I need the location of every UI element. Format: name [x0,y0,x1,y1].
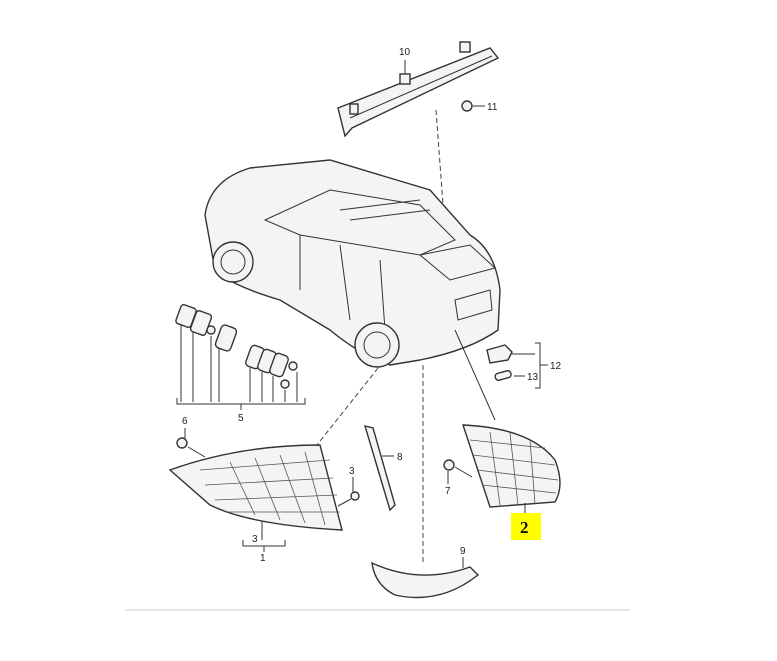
callout-1: 1 [260,553,266,564]
callout-13: 13 [527,372,539,383]
license-lamp [486,342,548,389]
third-brake-light [337,41,500,138]
right-taillight [462,424,561,515]
callout-9: 9 [460,546,466,557]
callout-7: 7 [445,486,451,497]
callout-3-lower: 3 [252,534,258,545]
reflector [371,557,480,599]
gasket-set [175,304,306,410]
callout-12: 12 [550,361,562,372]
trim-strip [363,425,396,512]
callout-5: 5 [238,413,244,424]
left-taillight [168,428,343,552]
callout-11: 11 [487,102,498,113]
screw-11 [461,100,485,112]
callout-3-upper: 3 [349,466,355,477]
callout-6: 6 [182,416,188,427]
callout-2: 2 [520,518,529,537]
screw-3 [337,477,360,507]
callout-2-highlight [511,513,541,540]
vehicle-outline [204,159,501,368]
callout-10: 10 [399,47,411,58]
nut-7 [443,459,473,484]
callout-8: 8 [397,452,403,463]
